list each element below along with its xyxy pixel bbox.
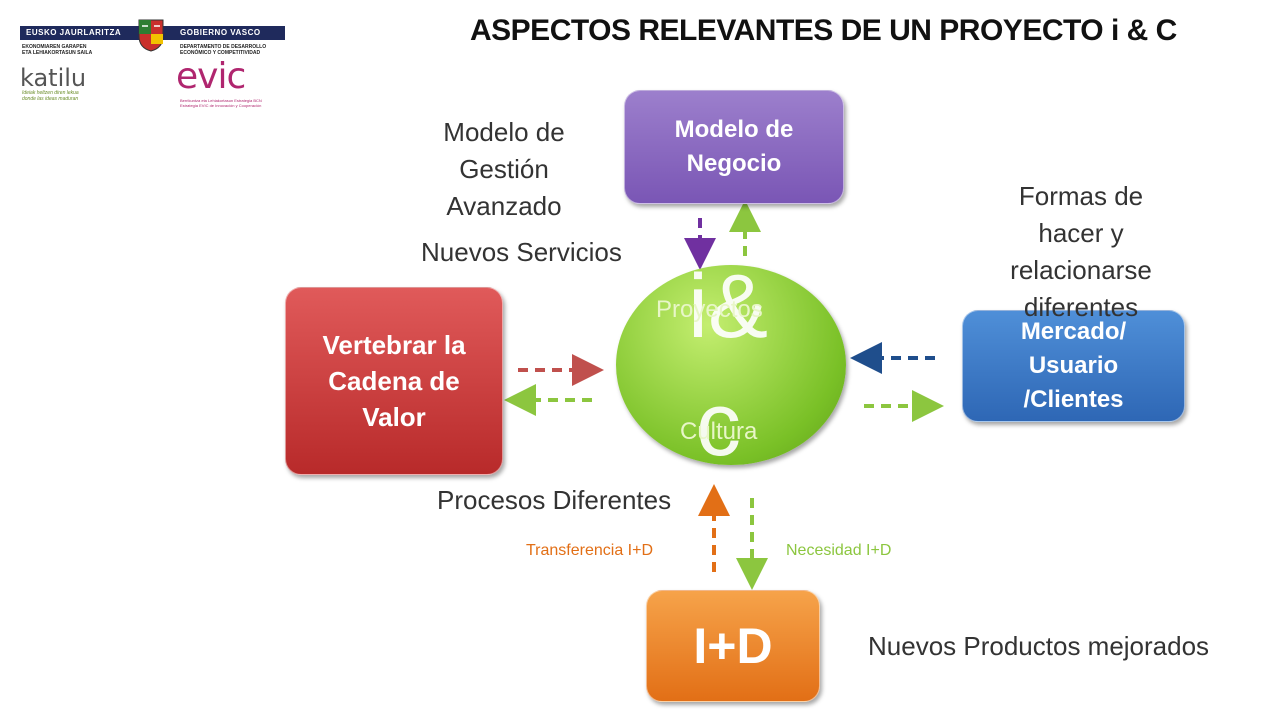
gov-sub-right-1: DEPARTAMENTO DE DESARROLLO: [180, 44, 267, 50]
cadena-line-2: Cadena de: [328, 366, 460, 396]
negocio-line-2: Negocio: [686, 150, 782, 177]
necesidad-label: Necesidad I+D: [786, 542, 892, 559]
ic-letters-top: i&: [688, 257, 769, 357]
gestion-line-3: Avanzado: [446, 191, 562, 221]
gov-left-text: EUSKO JAURLARITZA: [26, 28, 122, 37]
modelo-negocio-box: Modelo de Negocio: [624, 90, 844, 204]
cadena-line-3: Valor: [362, 402, 426, 432]
formas-line-1: Formas de: [1018, 181, 1144, 211]
mercado-line-3: /Clientes: [1023, 386, 1124, 413]
cultura-label: Cultura: [680, 418, 758, 445]
gestion-line-2: Gestión: [459, 154, 549, 184]
katilu-tagline: Ideiak heltzen diren lekua donde las ide…: [22, 90, 102, 102]
mercado-line-1: Mercado/: [1020, 318, 1127, 345]
procesos-label: Procesos Diferentes: [437, 485, 672, 515]
negocio-line-1: Modelo de: [674, 116, 794, 143]
evic-tag-1: Berrikuntza eta Lehiakortasun Estrategia…: [180, 98, 262, 103]
formas-line-2: hacer y: [1038, 218, 1124, 248]
page-title: ASPECTOS RELEVANTES DE UN PROYECTO i & C: [470, 14, 1177, 47]
evic-tagline: Berrikuntza eta Lehiakortasun Estrategia…: [180, 98, 270, 108]
productos-label: Nuevos Productos mejorados: [868, 631, 1210, 661]
gestion-label: Modelo de Gestión Avanzado: [404, 114, 604, 225]
gov-sub-left-2: ETA LEHIAKORTASUN SAILA: [22, 50, 93, 56]
evic-tag-2: Estrategia EVIC de Innovación y Cooperac…: [180, 103, 262, 108]
formas-line-4: diferentes: [1023, 292, 1139, 322]
gov-subtitle-right: DEPARTAMENTO DE DESARROLLO ECONÓMICO Y C…: [180, 44, 290, 56]
gov-sub-left-1: EKONOMIAREN GARAPEN: [22, 44, 87, 50]
katilu-tag-2: donde las ideas maduran: [22, 96, 79, 102]
katilu-tag-1: Ideiak heltzen diren lekua: [22, 90, 79, 96]
id-box: I+D: [646, 590, 820, 702]
katilu-logo: katilu: [20, 64, 87, 92]
ic-letter-bottom: c: [696, 375, 741, 475]
cadena-line-1: Vertebrar la: [322, 330, 466, 360]
formas-line-3: relacionarse: [1010, 255, 1152, 285]
evic-logo: evic: [176, 56, 246, 97]
ic-circle: [616, 265, 846, 465]
gov-sub-right-2: ECONÓMICO Y COMPETITIVIDAD: [180, 50, 261, 56]
mercado-line-2: Usuario: [1028, 352, 1119, 379]
mercado-usuario-box: Mercado/ Usuario /Clientes: [962, 310, 1185, 422]
gov-right-text: GOBIERNO VASCO: [180, 28, 261, 37]
servicios-label: Nuevos Servicios: [421, 237, 622, 267]
proyectos-label: Proyectos: [656, 296, 763, 323]
transferencia-label: Transferencia I+D: [526, 542, 654, 559]
formas-label: Formas de hacer y relacionarse diferente…: [981, 178, 1181, 326]
gov-subtitle-left: EKONOMIAREN GARAPEN ETA LEHIAKORTASUN SA…: [22, 44, 132, 56]
cadena-valor-box: Vertebrar la Cadena de Valor: [285, 287, 503, 475]
coat-of-arms-icon: [138, 19, 164, 52]
gestion-line-1: Modelo de: [443, 117, 565, 147]
